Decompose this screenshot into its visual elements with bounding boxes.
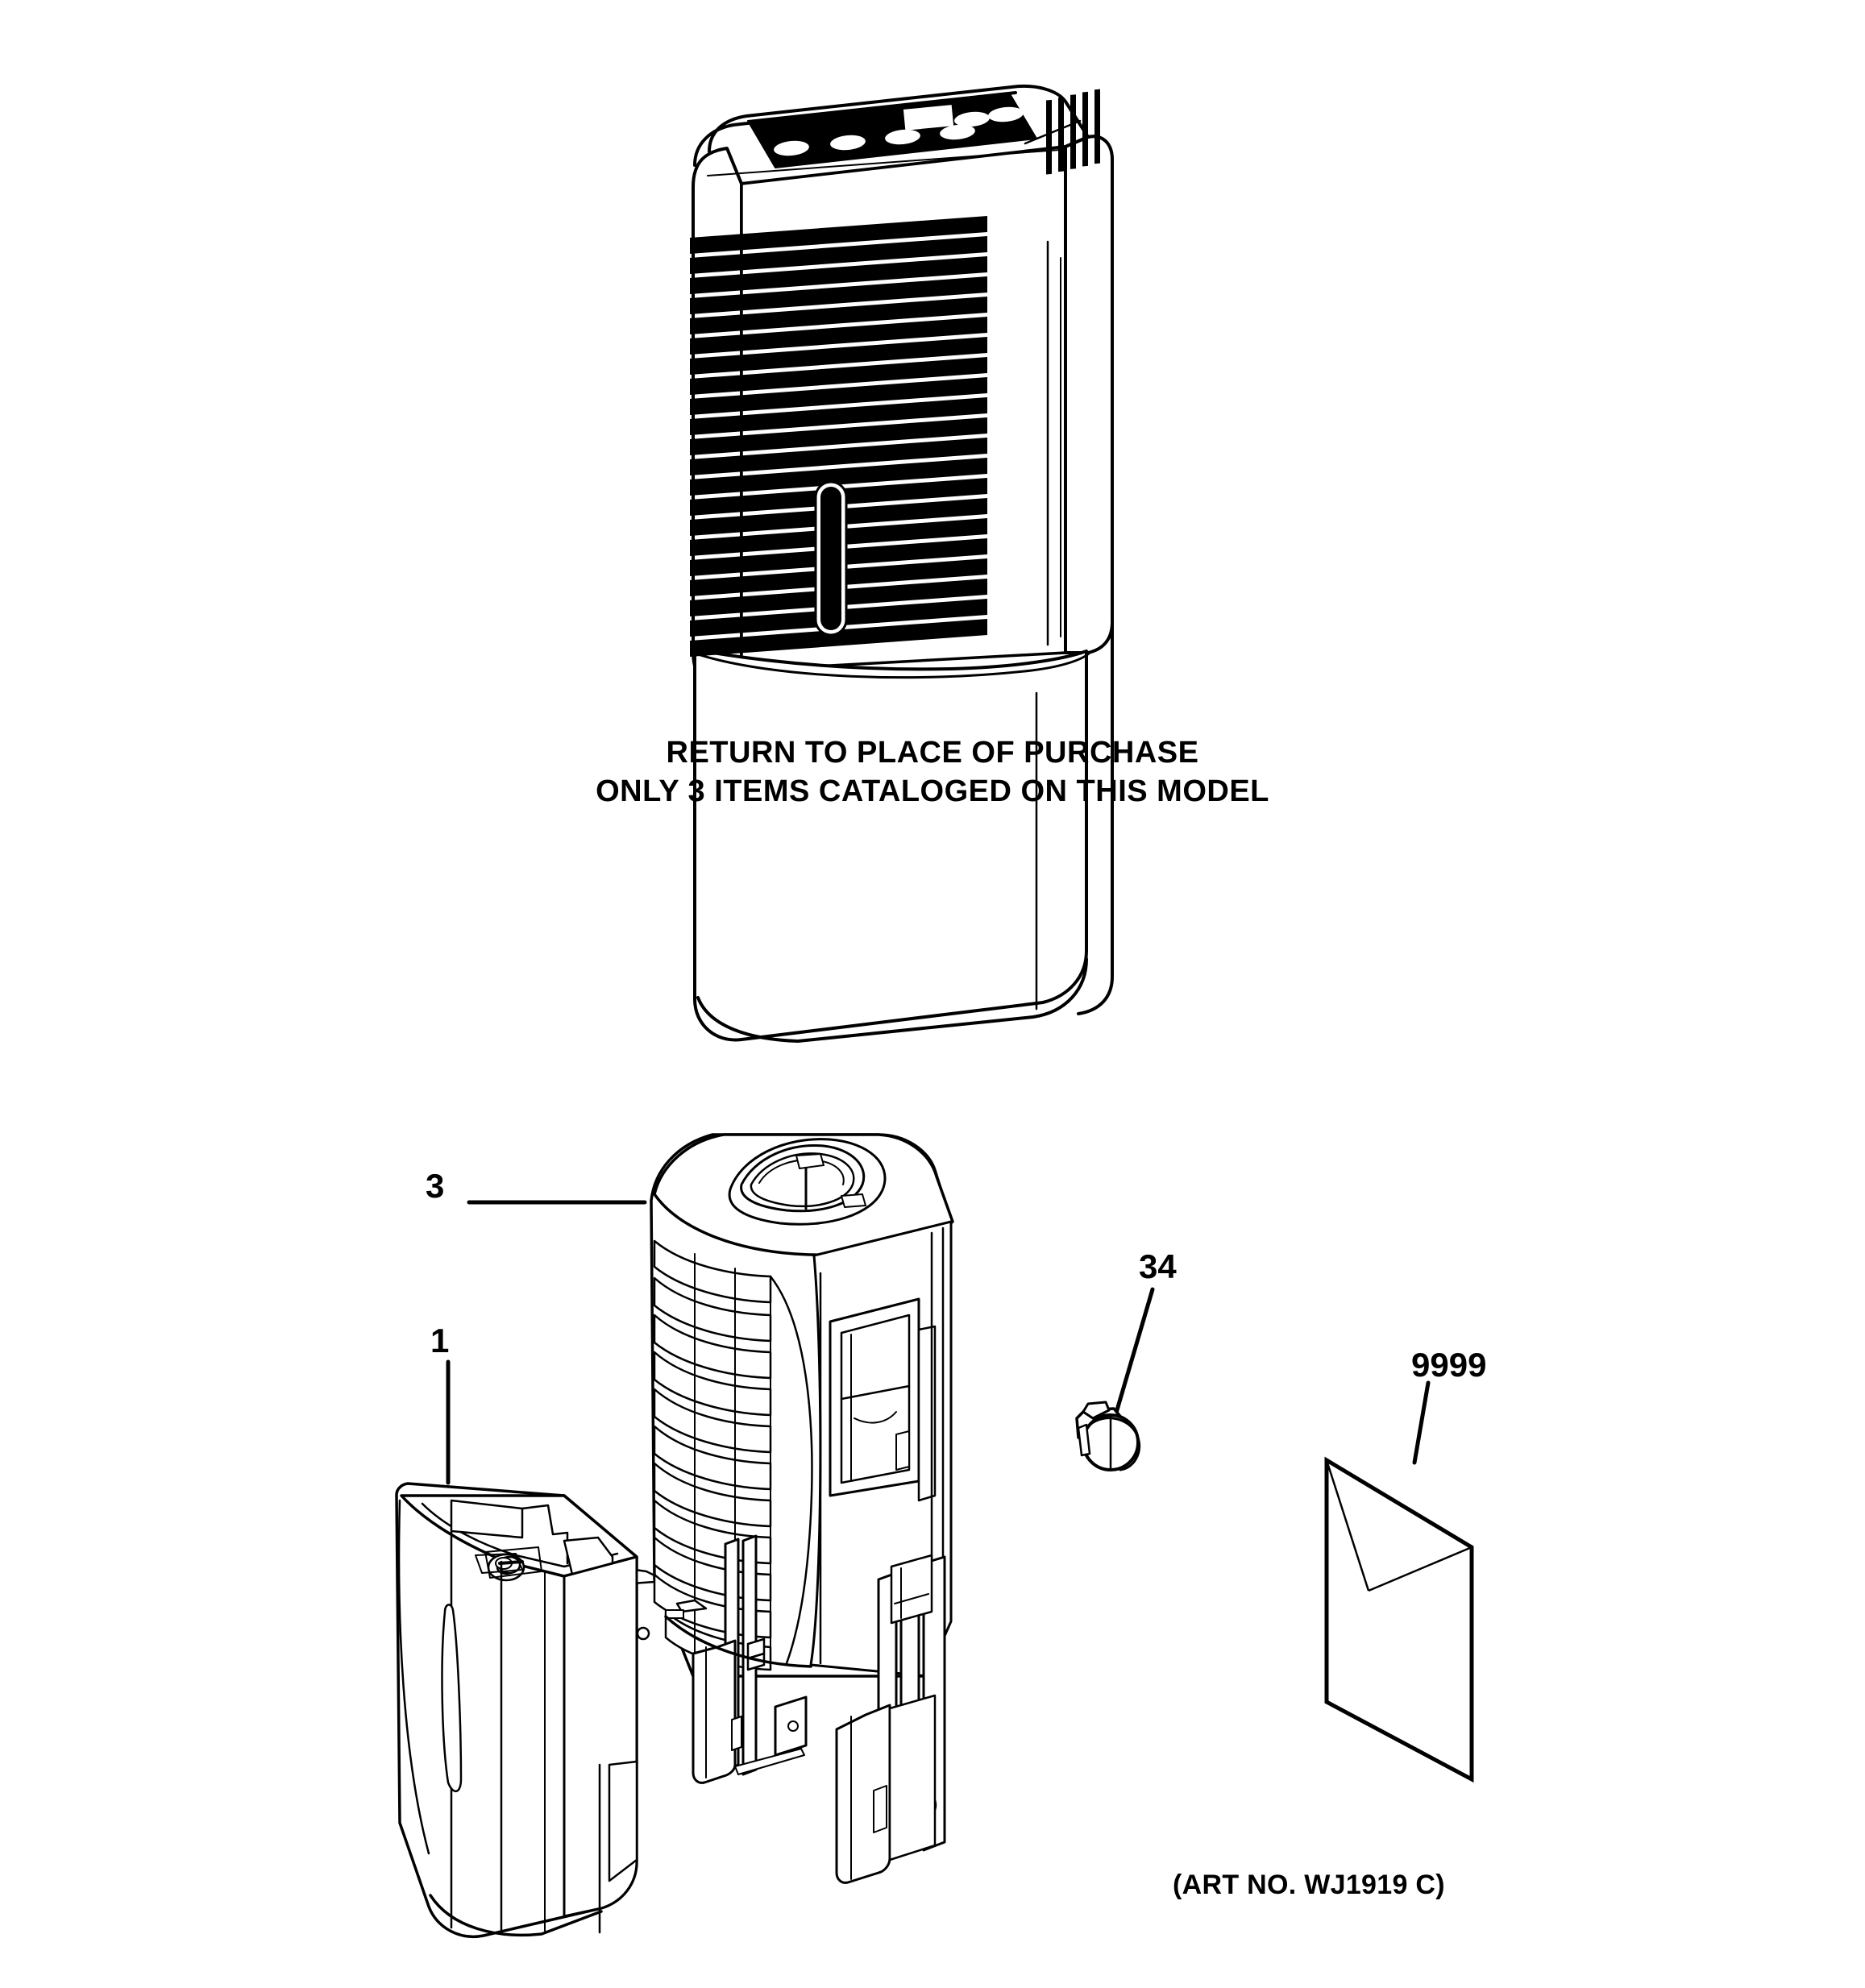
- control-button: [988, 106, 1024, 122]
- control-panel-plate: [747, 92, 1037, 168]
- leg-foot-right-slot: [873, 1785, 887, 1833]
- control-button: [830, 135, 866, 151]
- leader-line-9999: [1412, 1380, 1431, 1465]
- cabinet-right-face: [1064, 135, 1114, 654]
- callout-label-34: 34: [1139, 1247, 1177, 1285]
- caster-stem: [1082, 1401, 1111, 1420]
- leg-tab-center: [675, 1599, 708, 1613]
- leg-tab-center-2: [665, 1609, 684, 1619]
- control-button: [940, 124, 975, 140]
- cabinet-handle-recess: [740, 1143, 866, 1213]
- cabinet-outline-right: [1077, 160, 1114, 1015]
- bucket-right-panel: [608, 1760, 638, 1882]
- art-number-label: (ART NO. WJ1919 C): [1173, 1870, 1445, 1900]
- cabinet-handle-outer-ring: [728, 1138, 887, 1226]
- callout-label-1: 1: [430, 1322, 450, 1359]
- tank-seam-line: [696, 651, 1091, 679]
- display-window: [903, 105, 954, 131]
- assembled-dehumidifier: [690, 85, 1114, 1043]
- bucket-inner-shelf: [450, 1499, 524, 1539]
- bucket-handle-slot: [441, 1604, 463, 1792]
- literature-fold-right: [1368, 1546, 1472, 1592]
- leg-foot-left: [692, 1639, 737, 1784]
- caster-wheel-arc: [1088, 1417, 1140, 1471]
- side-vent-slots: [1046, 89, 1100, 175]
- leg-bracket-hole: [787, 1720, 799, 1732]
- bucket-bottom-edge: [429, 1894, 603, 1937]
- cabinet-top-highlight-2: [707, 149, 1061, 176]
- leg-foot-right-panel: [888, 1694, 937, 1861]
- literature-fold-left: [1325, 1459, 1370, 1592]
- leg-bracket-base: [734, 1748, 805, 1775]
- bucket-left-curve: [397, 1499, 430, 1855]
- bucket-handle-slot: [814, 480, 848, 637]
- part-cabinet-legs: [664, 1534, 946, 1884]
- caster-bracket-side: [1077, 1423, 1091, 1457]
- leg-foot-right: [835, 1704, 891, 1884]
- cabinet-outline-left: [693, 91, 1017, 167]
- leg-foot-left-slot: [731, 1716, 742, 1751]
- leader-line-34: [1114, 1287, 1155, 1415]
- callout-leader-lines: [446, 1200, 1431, 1485]
- callout-label-9999: 9999: [1411, 1346, 1487, 1384]
- control-button: [774, 140, 809, 156]
- part-caster-wheel: [1075, 1401, 1140, 1471]
- cabinet-bottom-sweep: [664, 1615, 812, 1668]
- bucket-hole: [636, 1626, 650, 1641]
- part-water-bucket-tank: [395, 1482, 667, 1938]
- cabinet-filter-access-panel: [829, 1297, 937, 1502]
- bucket-lock-detail: [475, 1553, 524, 1574]
- tank-front-panel: [693, 648, 1088, 1042]
- callout-label-3: 3: [426, 1167, 445, 1205]
- leg-upper-bracket-right: [890, 1554, 933, 1625]
- literature-sheet: [1324, 1456, 1474, 1783]
- control-button: [885, 129, 920, 145]
- control-panel: [747, 92, 1037, 168]
- cabinet-base-edge: [696, 957, 1088, 1043]
- control-button: [954, 111, 990, 127]
- part-literature-manual: [1324, 1456, 1474, 1783]
